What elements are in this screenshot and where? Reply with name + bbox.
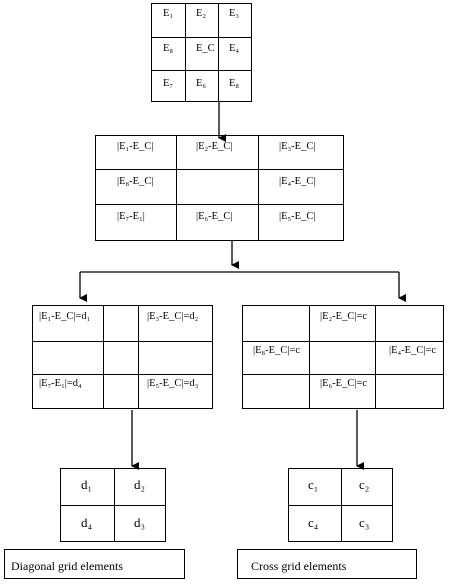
- cell-e8: E₈: [163, 43, 174, 54]
- cell-e7: E₇: [163, 78, 174, 89]
- cross-top: |E₂-E_C|=c: [320, 311, 368, 322]
- diff-8: |E₈-E_C|: [117, 176, 154, 187]
- d1: d₁: [81, 477, 93, 492]
- cell-e1: E₁: [163, 8, 174, 19]
- diff-2: |E₂-E_C|: [196, 141, 233, 152]
- diagonal-result-grid: d₁ d₂ d₄ d₃: [60, 468, 166, 542]
- neighborhood-grid: E₁ E₂ E₃ E₈ E_C E₄ E₇ E₆ E₈: [151, 3, 252, 102]
- diag-bottom-right: |E₅-E_C|=d₃: [147, 378, 199, 389]
- diff-7: |E₇-E₁|: [117, 211, 145, 222]
- c4: c₄: [308, 515, 319, 530]
- cross-grid: |E₂-E_C|=c |E₈-E_C|=c |E₄-E_C|=c |E₆-E_C…: [242, 305, 444, 409]
- diff-6: |E₆-E_C|: [196, 211, 233, 222]
- c2: c₂: [359, 477, 370, 492]
- diff-1: |E₁-E_C|: [117, 141, 154, 152]
- cell-ec: E_C: [196, 43, 215, 54]
- cross-result-grid: c₁ c₂ c₄ c₃: [288, 468, 393, 542]
- diagonal-grid: |E₁-E_C|=d₁ |E₃-E_C|=d₂ |E₇-E₁|=d₄ |E₅-E…: [32, 305, 213, 409]
- c1: c₁: [308, 477, 319, 492]
- cell-e4: E₄: [229, 43, 240, 54]
- d4: d₄: [81, 515, 93, 530]
- diff-5: |E₅-E_C|: [279, 211, 316, 222]
- d2: d₂: [134, 477, 146, 492]
- cell-e8b: E₈: [229, 78, 240, 89]
- cross-label: Cross grid elements: [237, 549, 417, 579]
- c3: c₃: [359, 515, 370, 530]
- diagonal-label: Diagonal grid elements: [4, 549, 185, 579]
- diff-4: |E₄-E_C|: [279, 176, 316, 187]
- d3: d₃: [134, 515, 146, 530]
- cell-e2: E₂: [196, 8, 207, 19]
- cross-right: |E₄-E_C|=c: [389, 345, 437, 356]
- cross-label-text: Cross grid elements: [251, 559, 347, 573]
- cross-left: |E₈-E_C|=c: [253, 345, 301, 356]
- diag-bottom-left: |E₇-E₁|=d₄: [39, 378, 82, 389]
- cell-e3: E₃: [229, 8, 240, 19]
- cell-e6: E₆: [196, 78, 207, 89]
- diag-top-right: |E₃-E_C|=d₂: [147, 311, 199, 322]
- difference-grid: |E₁-E_C| |E₂-E_C| |E₃-E_C| |E₈-E_C| |E₄-…: [95, 135, 344, 241]
- diag-top-left: |E₁-E_C|=d₁: [39, 311, 91, 322]
- diff-3: |E₃-E_C|: [279, 141, 316, 152]
- cross-bottom: |E₆-E_C|=c: [320, 378, 368, 389]
- diagonal-label-text: Diagonal grid elements: [11, 559, 123, 573]
